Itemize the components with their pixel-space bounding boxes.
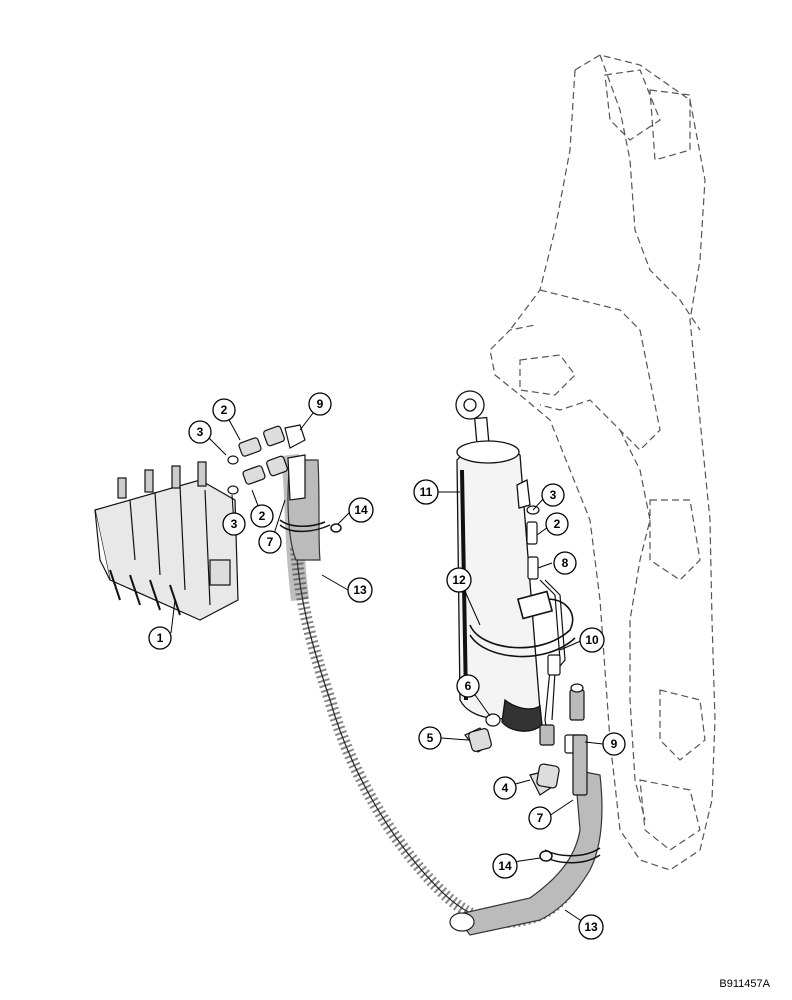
svg-text:10: 10 bbox=[585, 633, 599, 647]
svg-text:12: 12 bbox=[452, 573, 466, 587]
valve-fittings bbox=[227, 424, 306, 501]
control-valve-bank bbox=[94, 461, 239, 621]
callouts: 1 2 2 2 3 3 3 4 5 6 7 7 8 9 9 10 11 12 1… bbox=[148, 392, 626, 940]
svg-text:7: 7 bbox=[537, 811, 544, 825]
callout-14: 14 bbox=[492, 853, 518, 879]
boom-cylinder bbox=[455, 390, 543, 732]
hose-13 bbox=[281, 454, 603, 936]
svg-text:13: 13 bbox=[584, 920, 598, 934]
leader-lines bbox=[170, 403, 604, 925]
svg-text:6: 6 bbox=[465, 679, 472, 693]
svg-text:3: 3 bbox=[550, 488, 557, 502]
callout-2: 2 bbox=[250, 504, 274, 528]
svg-text:14: 14 bbox=[498, 859, 512, 873]
strap-14-upper bbox=[279, 519, 342, 533]
figure-code: B911457A bbox=[719, 978, 770, 990]
callout-1: 1 bbox=[148, 626, 172, 650]
svg-text:2: 2 bbox=[221, 403, 228, 417]
callout-9: 9 bbox=[602, 732, 626, 756]
callout-7: 7 bbox=[258, 530, 282, 554]
svg-text:4: 4 bbox=[502, 781, 509, 795]
svg-text:14: 14 bbox=[354, 503, 368, 517]
callout-13: 13 bbox=[347, 577, 373, 603]
strap-14-lower bbox=[539, 847, 601, 864]
callout-6: 6 bbox=[456, 674, 480, 698]
svg-text:9: 9 bbox=[611, 737, 618, 751]
cylinder-tubes bbox=[526, 505, 588, 796]
svg-text:3: 3 bbox=[231, 517, 238, 531]
callout-9: 9 bbox=[308, 392, 332, 416]
svg-text:11: 11 bbox=[420, 485, 433, 499]
svg-text:2: 2 bbox=[259, 509, 266, 523]
svg-text:8: 8 bbox=[562, 556, 569, 570]
svg-text:7: 7 bbox=[267, 535, 274, 549]
callout-4: 4 bbox=[493, 776, 517, 800]
callout-12: 12 bbox=[446, 567, 472, 593]
callout-8: 8 bbox=[553, 551, 577, 575]
callout-13: 13 bbox=[578, 914, 604, 940]
callout-2: 2 bbox=[545, 512, 569, 536]
svg-text:2: 2 bbox=[554, 517, 561, 531]
callout-2: 2 bbox=[212, 398, 236, 422]
svg-text:1: 1 bbox=[157, 631, 164, 645]
elbow-fittings bbox=[464, 713, 560, 796]
callout-5: 5 bbox=[418, 726, 442, 750]
callout-10: 10 bbox=[579, 627, 605, 653]
callout-3: 3 bbox=[541, 483, 565, 507]
svg-text:13: 13 bbox=[353, 583, 367, 597]
boom-outline bbox=[489, 54, 716, 871]
callout-14: 14 bbox=[348, 497, 374, 523]
callout-11: 11 bbox=[413, 479, 439, 505]
callout-7: 7 bbox=[528, 806, 552, 830]
callout-3: 3 bbox=[222, 512, 246, 536]
svg-text:5: 5 bbox=[427, 731, 434, 745]
callout-3: 3 bbox=[188, 420, 212, 444]
svg-text:9: 9 bbox=[317, 397, 324, 411]
svg-text:3: 3 bbox=[197, 425, 204, 439]
